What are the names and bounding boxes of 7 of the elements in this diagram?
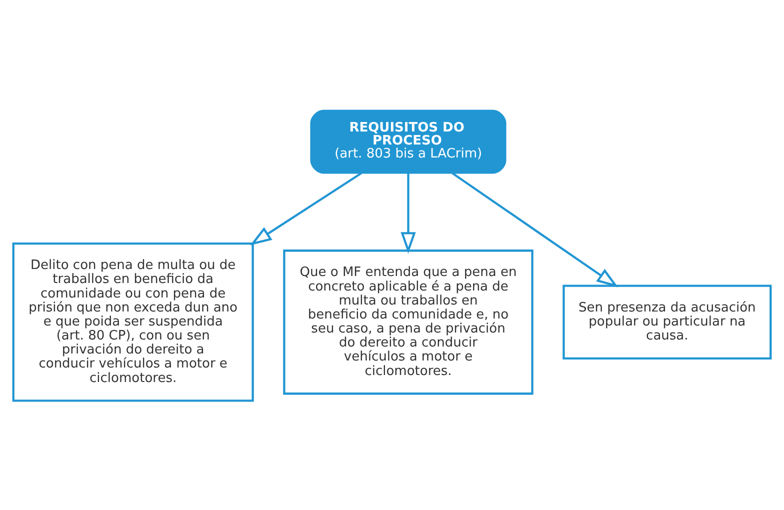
arrow — [452, 172, 618, 287]
arrow — [400, 172, 416, 254]
node-box: Delito con pena de multa ou de traballos en beneficio da comunidade ou con pena de prisión que non exceda dun ano e que poida ser suspendida (art. 80 CP), con ou sen privación do dereito a conducir vehículos a motor e ciclomotores. — [12, 242, 254, 402]
node-box: Que o MF entenda que a pena en concreto aplicable é a pena de multa ou traballos en beneficio da comunidade e, no seu caso, a pena de privación do dereito a conducir vehículos a motor e ciclomotores. — [283, 249, 534, 394]
arrow — [250, 172, 362, 245]
node-box: REQUISITOS DO PROCESO (art. 803 bis a LACrim) — [310, 109, 506, 174]
node-box: Sen presenza da acusación popular ou particular na causa. — [562, 284, 772, 359]
